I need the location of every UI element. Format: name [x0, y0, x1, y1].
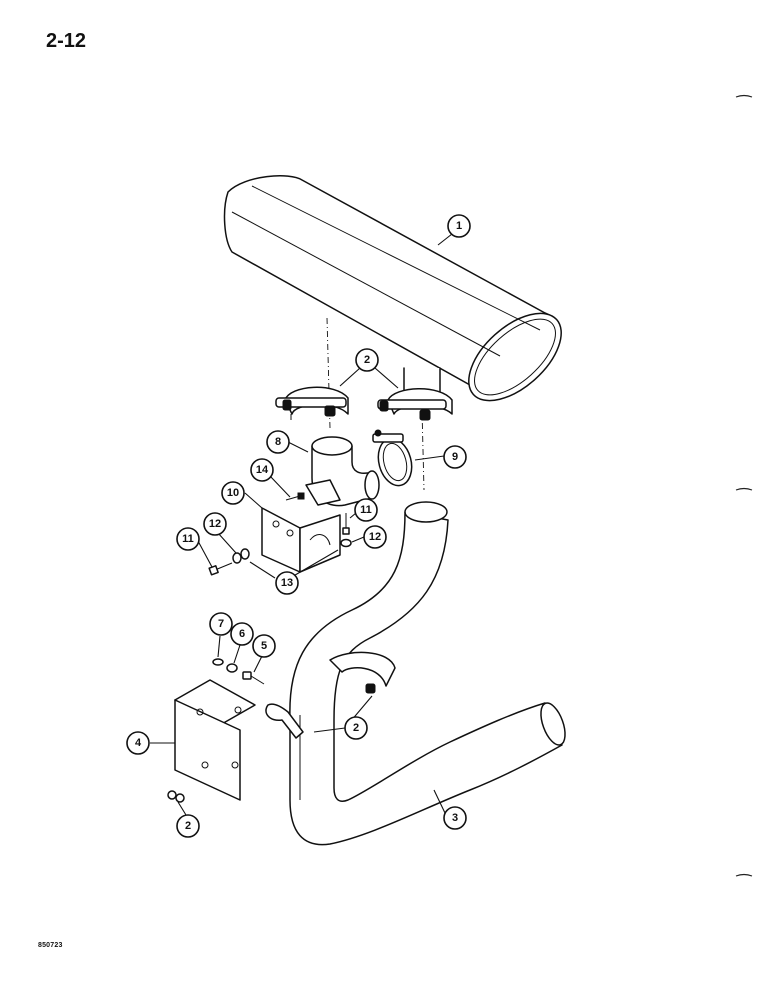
svg-text:2: 2: [364, 354, 370, 366]
figure-code: 850723: [38, 942, 63, 949]
svg-text:3: 3: [452, 812, 458, 824]
bolt: [285, 492, 305, 501]
svg-text:1: 1: [456, 220, 462, 232]
bolt: [242, 671, 265, 685]
nut: [240, 548, 250, 560]
leader-line: [313, 727, 346, 733]
nut: [167, 790, 185, 803]
edge-mark: [735, 873, 753, 877]
edge-mark: [735, 487, 753, 491]
bolt: [342, 513, 350, 535]
svg-text:5: 5: [261, 640, 267, 652]
callout-6: 6: [230, 622, 254, 646]
callout-12-right: 12: [363, 525, 387, 549]
callout-4: 4: [126, 731, 150, 755]
svg-text:9: 9: [452, 451, 458, 463]
callout-1: 1: [447, 214, 471, 238]
leader-line: [374, 367, 399, 389]
elbow-pipe: [305, 436, 380, 507]
svg-text:7: 7: [218, 618, 224, 630]
u-bolt-clamp: [265, 651, 396, 739]
callout-2-upper: 2: [355, 348, 379, 372]
svg-text:13: 13: [281, 577, 293, 589]
u-bolt-clamp: [275, 386, 349, 420]
leader-line: [414, 455, 445, 461]
callout-9: 9: [443, 445, 467, 469]
muffler: [223, 175, 562, 402]
callout-11-left: 11: [176, 527, 200, 551]
svg-text:11: 11: [182, 533, 194, 545]
leader-line: [217, 635, 221, 658]
callout-5: 5: [252, 634, 276, 658]
callout-12-left: 12: [203, 512, 227, 536]
leader-line: [177, 801, 187, 816]
svg-text:6: 6: [239, 628, 245, 640]
leader-line: [351, 536, 365, 543]
callout-7: 7: [209, 612, 233, 636]
washer: [232, 552, 242, 564]
svg-text:2: 2: [353, 722, 359, 734]
center-line: [421, 409, 425, 491]
bracket: [261, 507, 341, 573]
leader-line: [339, 367, 361, 387]
svg-text:4: 4: [135, 737, 142, 749]
callout-2-lower: 2: [176, 814, 200, 838]
nut: [226, 663, 238, 673]
svg-text:12: 12: [209, 518, 221, 530]
leader-line: [287, 441, 309, 453]
svg-text:11: 11: [360, 504, 372, 516]
svg-text:8: 8: [275, 436, 281, 448]
leader-line: [244, 492, 263, 509]
u-bolt-clamp: [377, 388, 453, 421]
bolt: [208, 562, 233, 576]
svg-text:2: 2: [185, 820, 191, 832]
leader-line: [197, 540, 213, 568]
page-number: 2-12: [46, 30, 87, 52]
leader-line: [233, 644, 241, 664]
washer: [340, 538, 352, 548]
leader-line: [249, 561, 276, 579]
callout-14: 14: [250, 458, 274, 482]
leader-line: [217, 532, 237, 554]
callout-2-middle: 2: [344, 716, 368, 740]
leader-line: [433, 789, 446, 814]
edge-mark: [735, 94, 753, 98]
callout-10: 10: [221, 481, 245, 505]
leader-line: [289, 549, 339, 579]
svg-text:12: 12: [369, 531, 381, 543]
mounting-bracket: [174, 679, 256, 801]
svg-text:14: 14: [256, 464, 269, 476]
callout-13: 13: [275, 571, 299, 595]
callout-3: 3: [443, 806, 467, 830]
band-clamp: [372, 429, 413, 487]
leader-line: [253, 655, 263, 673]
lock-washer: [212, 658, 224, 666]
callout-8: 8: [266, 430, 290, 454]
leader-line: [437, 233, 453, 246]
leader-line: [269, 475, 291, 498]
callout-11-right: 11: [354, 498, 378, 522]
svg-text:10: 10: [227, 487, 239, 499]
